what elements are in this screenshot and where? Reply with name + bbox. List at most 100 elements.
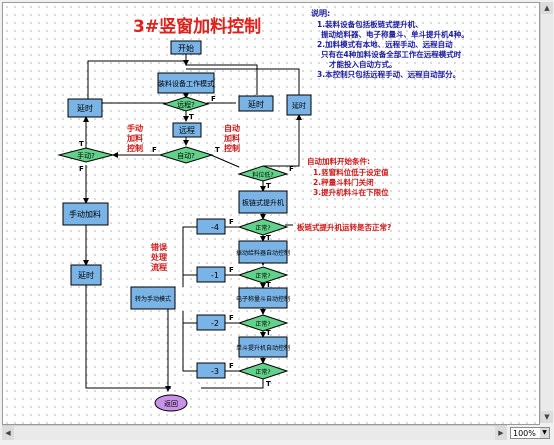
- decision-auto[interactable]: [158, 146, 214, 164]
- scale-hopper-box[interactable]: [238, 287, 288, 309]
- letter-t: T: [266, 329, 271, 337]
- remote-q-label: 远程?: [177, 100, 195, 109]
- start-box[interactable]: [170, 40, 202, 55]
- notes-line: 只有在4种加料设备全部工作在远程模式时: [321, 49, 462, 59]
- decision-normal-1[interactable]: [237, 218, 289, 236]
- manual-feed-box[interactable]: [62, 202, 109, 226]
- to-manual-label: 转为手动模式: [135, 295, 171, 303]
- letter-t: T: [189, 113, 194, 121]
- remote-box[interactable]: [172, 122, 202, 138]
- letter-t: T: [266, 380, 271, 388]
- manual-label-3: 控制: [127, 143, 143, 153]
- delay1-label: 延时: [248, 99, 264, 109]
- delay-box-2[interactable]: [67, 98, 103, 118]
- condition-line: 3.提升机料斗在下限位: [313, 187, 389, 197]
- normal1-label: 正常?: [255, 224, 270, 232]
- scale-label: 电子称量斗自动控制: [236, 295, 290, 303]
- error-label-1: 错误: [151, 242, 168, 252]
- auto-q-label: 自动?: [177, 151, 195, 160]
- bucket-lift-box[interactable]: [238, 336, 288, 358]
- scroll-right-icon[interactable]: ▶: [495, 426, 507, 440]
- decision-normal-4[interactable]: [237, 362, 289, 380]
- manual-feed-label: 手动加料: [69, 209, 101, 219]
- notes-line: 3.本控制只包括远程手动、远程自动部分。: [317, 69, 460, 79]
- branch-letters: F T T F F T F T F T F T F T F T: [79, 95, 294, 388]
- condition-line: 2.秤量斗料门关闭: [313, 177, 374, 187]
- delay3-label: 延时: [292, 101, 306, 110]
- normal4-label: 正常?: [255, 368, 270, 376]
- normal2-label: 正常?: [255, 272, 270, 280]
- vibrator-box[interactable]: [238, 240, 288, 264]
- letter-f: F: [229, 314, 234, 322]
- letter-t: T: [79, 140, 84, 148]
- chain-question-text: 板链式提升机运转是否正常?: [297, 222, 391, 232]
- node-minus2-box[interactable]: [196, 314, 226, 331]
- notes-line: 1.装料设备包括板链式提升机、: [317, 19, 423, 29]
- node-minus4-box[interactable]: [196, 218, 226, 235]
- letter-f: F: [152, 146, 157, 154]
- decision-normal-3[interactable]: [237, 314, 289, 332]
- delay-box-4[interactable]: [70, 264, 102, 286]
- process-boxes: [62, 40, 312, 379]
- horizontal-scrollbar[interactable]: ◀ ▶: [2, 425, 507, 440]
- conditions-heading: 自动加料开始条件:: [307, 156, 370, 166]
- letter-f: F: [79, 165, 84, 173]
- n4-label: -4: [211, 223, 219, 232]
- chain-label: 板链式提升机: [242, 198, 284, 207]
- notes-line: 2.加料模式有本地、远程手动、远程自动: [317, 39, 453, 49]
- scroll-down-icon[interactable]: ▼: [541, 411, 553, 423]
- error-label-2: 处理: [150, 252, 167, 262]
- zoom-value: 100%: [513, 429, 536, 438]
- letter-f: F: [229, 266, 234, 274]
- auto-label-2: 加料: [223, 133, 240, 143]
- zoom-select[interactable]: 100% ▼: [510, 427, 550, 439]
- mode-check-box[interactable]: [157, 72, 215, 94]
- letter-f: F: [229, 218, 234, 226]
- start-label: 开始: [178, 43, 194, 53]
- delay4-label: 延时: [78, 270, 94, 280]
- mode-check-label: 装料设备工作模式: [158, 79, 214, 88]
- decision-normal-2[interactable]: [237, 266, 289, 284]
- manual-label-2: 加料: [126, 133, 143, 143]
- decision-remote[interactable]: [162, 96, 210, 112]
- condition-line: 1.竖窗料位低于设定值: [313, 167, 389, 177]
- side-labels: 手动 加料 控制 自动 加料 控制 错误 处理 流程: [126, 123, 240, 272]
- return-oval[interactable]: [154, 394, 188, 412]
- letter-t: T: [266, 281, 271, 289]
- auto-label-3: 控制: [224, 143, 240, 153]
- n2-label: -2: [211, 319, 219, 328]
- return-label: 返回: [164, 400, 178, 408]
- scroll-up-icon[interactable]: ▲: [541, 2, 553, 14]
- vertical-scrollbar[interactable]: ▲ ▼: [540, 2, 553, 423]
- node-minus1-box[interactable]: [196, 266, 226, 283]
- node-labels: 开始 装料设备工作模式 远程? 延时 延时 延时 远程 手动? 自动? 料位低?…: [69, 43, 306, 408]
- delay-box-1[interactable]: [238, 95, 274, 112]
- chain-lift-box[interactable]: [238, 190, 288, 214]
- decision-diamonds: [57, 96, 289, 380]
- connector-lines: [83, 53, 302, 392]
- letter-t: T: [266, 234, 271, 242]
- bucket-label: 单斗提升机自动控制: [236, 344, 290, 352]
- vib-label: 振动给料器自动控制: [236, 249, 290, 257]
- decision-manual[interactable]: [57, 147, 115, 163]
- remote-label: 远程: [179, 126, 195, 135]
- normal3-label: 正常?: [255, 320, 270, 328]
- to-manual-box[interactable]: [130, 286, 176, 310]
- notes-block: 说明: 1.装料设备包括板链式提升机、 振动给料器、电子称量斗、单斗提升机4种。…: [311, 8, 469, 79]
- node-minus3-box[interactable]: [196, 362, 226, 379]
- page-title: 3#竖窗加料控制: [133, 16, 261, 37]
- delay-box-3[interactable]: [286, 94, 312, 116]
- scroll-left-icon[interactable]: ◀: [2, 426, 14, 440]
- letter-t: T: [266, 182, 271, 190]
- flowchart-canvas[interactable]: 开始 装料设备工作模式 远程? 延时 延时 延时 远程 手动? 自动? 料位低?…: [2, 2, 540, 425]
- decision-low-level[interactable]: [237, 165, 289, 182]
- letter-f: F: [289, 165, 294, 173]
- letter-f: F: [211, 95, 216, 103]
- error-label-3: 流程: [151, 262, 167, 272]
- chevron-down-icon: ▼: [540, 428, 549, 438]
- notes-line: 振动给料器、电子称量斗、单斗提升机4种。: [321, 29, 469, 39]
- flowchart-diagram: 开始 装料设备工作模式 远程? 延时 延时 延时 远程 手动? 自动? 料位低?…: [57, 8, 469, 412]
- low-level-label: 料位低?: [252, 171, 273, 179]
- letter-f: F: [229, 362, 234, 370]
